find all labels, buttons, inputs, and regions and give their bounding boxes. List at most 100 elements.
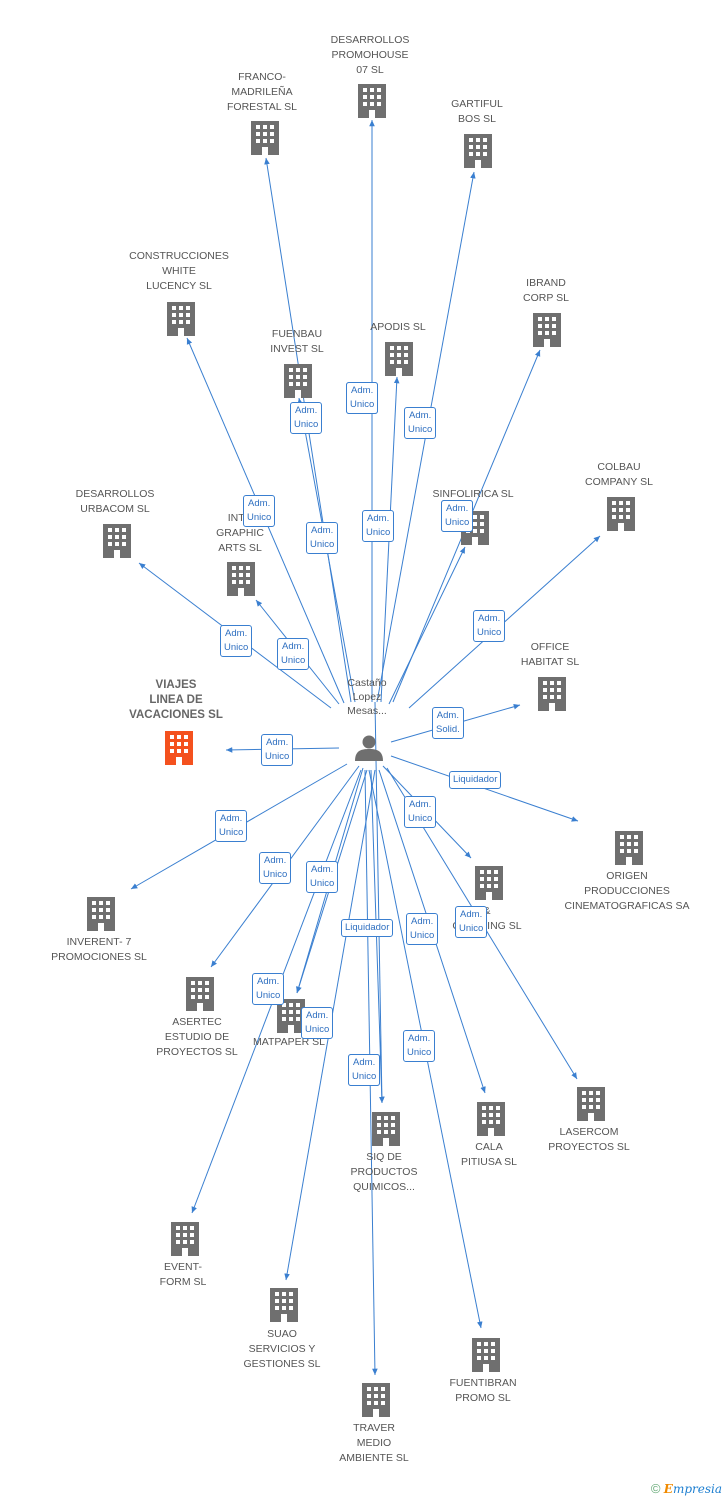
company-building-icon[interactable] bbox=[607, 497, 635, 531]
role-badge[interactable]: Liquidador bbox=[449, 771, 502, 789]
role-badge[interactable]: Adm.Unico bbox=[473, 610, 506, 642]
role-badge[interactable]: Adm. Unico bbox=[455, 906, 488, 938]
role-badge-line: Unico bbox=[407, 1047, 432, 1058]
role-badge[interactable]: Adm.Unico bbox=[215, 810, 248, 842]
role-badge[interactable]: Liquidador bbox=[341, 919, 394, 937]
company-label-line: MADRILEÑA bbox=[231, 86, 293, 98]
role-badge[interactable]: Adm.Unico bbox=[403, 1030, 436, 1062]
role-badge-line: Unico bbox=[310, 878, 335, 889]
company-building-icon[interactable] bbox=[251, 121, 279, 155]
role-badge[interactable]: Adm.Unico bbox=[243, 495, 276, 527]
company-building-icon[interactable] bbox=[167, 302, 195, 336]
role-badge[interactable]: Adm.Unico bbox=[306, 861, 339, 893]
role-badge[interactable]: Adm.Unico bbox=[441, 500, 474, 532]
company-label-line: PROMOHOUSE bbox=[331, 49, 409, 61]
role-badge[interactable]: Adm.Solid. bbox=[432, 707, 464, 739]
role-badge-line: Unico bbox=[224, 642, 249, 653]
company-label-desarrollos-promohouse[interactable]: DESARROLLOS PROMOHOUSE 07 SL bbox=[305, 33, 435, 78]
company-building-icon[interactable] bbox=[577, 1087, 605, 1121]
company-label-line: SIQ DE bbox=[366, 1151, 402, 1163]
company-building-icon[interactable] bbox=[475, 866, 503, 900]
company-label-line: AMBIENTE SL bbox=[339, 1452, 409, 1464]
nodes-layer bbox=[87, 84, 643, 1417]
role-badge[interactable]: Adm.Unico bbox=[261, 734, 294, 766]
company-label-event-form[interactable]: EVENT-FORM SL bbox=[118, 1260, 248, 1290]
role-badge[interactable]: Adm.Unico bbox=[301, 1007, 334, 1039]
company-label-apodis[interactable]: APODIS SL bbox=[333, 320, 463, 335]
company-label-line: COLBAU bbox=[597, 461, 641, 473]
role-badge-line: Unico bbox=[459, 923, 484, 934]
company-building-icon[interactable] bbox=[464, 134, 492, 168]
company-label-line: SUAO bbox=[267, 1328, 297, 1340]
brand-initial: E bbox=[663, 1482, 673, 1496]
role-badge-line: Adm. bbox=[478, 613, 501, 624]
company-label-line: 07 SL bbox=[356, 64, 384, 76]
company-building-icon[interactable] bbox=[538, 677, 566, 711]
company-building-icon[interactable] bbox=[87, 897, 115, 931]
company-building-icon[interactable] bbox=[171, 1222, 199, 1256]
role-badge-line: Unico bbox=[408, 813, 433, 824]
role-badge-line: Adm. bbox=[460, 909, 483, 920]
company-building-icon[interactable] bbox=[362, 1383, 390, 1417]
company-building-icon[interactable] bbox=[477, 1102, 505, 1136]
brand-rest: mpresia bbox=[672, 1482, 722, 1496]
role-badge[interactable]: Adm.Unico bbox=[362, 510, 395, 542]
company-building-icon[interactable] bbox=[372, 1112, 400, 1146]
focus-company-building-icon[interactable] bbox=[165, 731, 193, 765]
person-icon[interactable] bbox=[355, 735, 383, 762]
role-badge-line: Unico bbox=[352, 1071, 377, 1082]
role-badge[interactable]: Adm.Unico bbox=[306, 522, 339, 554]
person-label-line: Castaño bbox=[347, 677, 387, 689]
empresia-logo[interactable]: Empresia bbox=[664, 1482, 722, 1496]
role-badge[interactable]: Adm.Unico bbox=[290, 402, 323, 434]
company-building-icon[interactable] bbox=[533, 313, 561, 347]
company-label-sinfolirica[interactable]: SINFOLIRICA SL bbox=[408, 487, 538, 502]
role-badge[interactable]: Adm.Unico bbox=[404, 407, 437, 439]
role-badge-line: Unico bbox=[305, 1024, 330, 1035]
company-label-line: DESARROLLOS bbox=[330, 34, 410, 46]
company-building-icon[interactable] bbox=[385, 342, 413, 376]
company-building-icon[interactable] bbox=[358, 84, 386, 118]
company-building-icon[interactable] bbox=[186, 977, 214, 1011]
role-badge[interactable]: Adm.Unico bbox=[259, 852, 292, 884]
role-badge[interactable]: Adm.Unico bbox=[220, 625, 253, 657]
role-badge[interactable]: Adm.Unico bbox=[277, 638, 310, 670]
role-badge[interactable]: Adm.Unico bbox=[406, 913, 439, 945]
company-building-icon[interactable] bbox=[284, 364, 312, 398]
role-badge[interactable]: Adm.Unico bbox=[252, 973, 285, 1005]
company-building-icon[interactable] bbox=[270, 1288, 298, 1322]
company-label-line: INTR bbox=[227, 512, 253, 524]
company-building-icon[interactable] bbox=[227, 562, 255, 596]
company-label-line: ESTUDIO DE bbox=[164, 1031, 230, 1043]
role-badge-line: Liquidador bbox=[345, 922, 390, 933]
company-building-icon[interactable] bbox=[472, 1338, 500, 1372]
role-badge[interactable]: Adm.Unico bbox=[346, 382, 379, 414]
role-badge[interactable]: Adm.Unico bbox=[348, 1054, 381, 1086]
role-badge-line: Unico bbox=[219, 827, 244, 838]
company-building-icon[interactable] bbox=[615, 831, 643, 865]
company-building-icon[interactable] bbox=[103, 524, 131, 558]
role-badge[interactable]: Adm.Unico bbox=[404, 796, 437, 828]
company-label-matpaper[interactable]: MATPAPER SL bbox=[224, 1035, 354, 1050]
